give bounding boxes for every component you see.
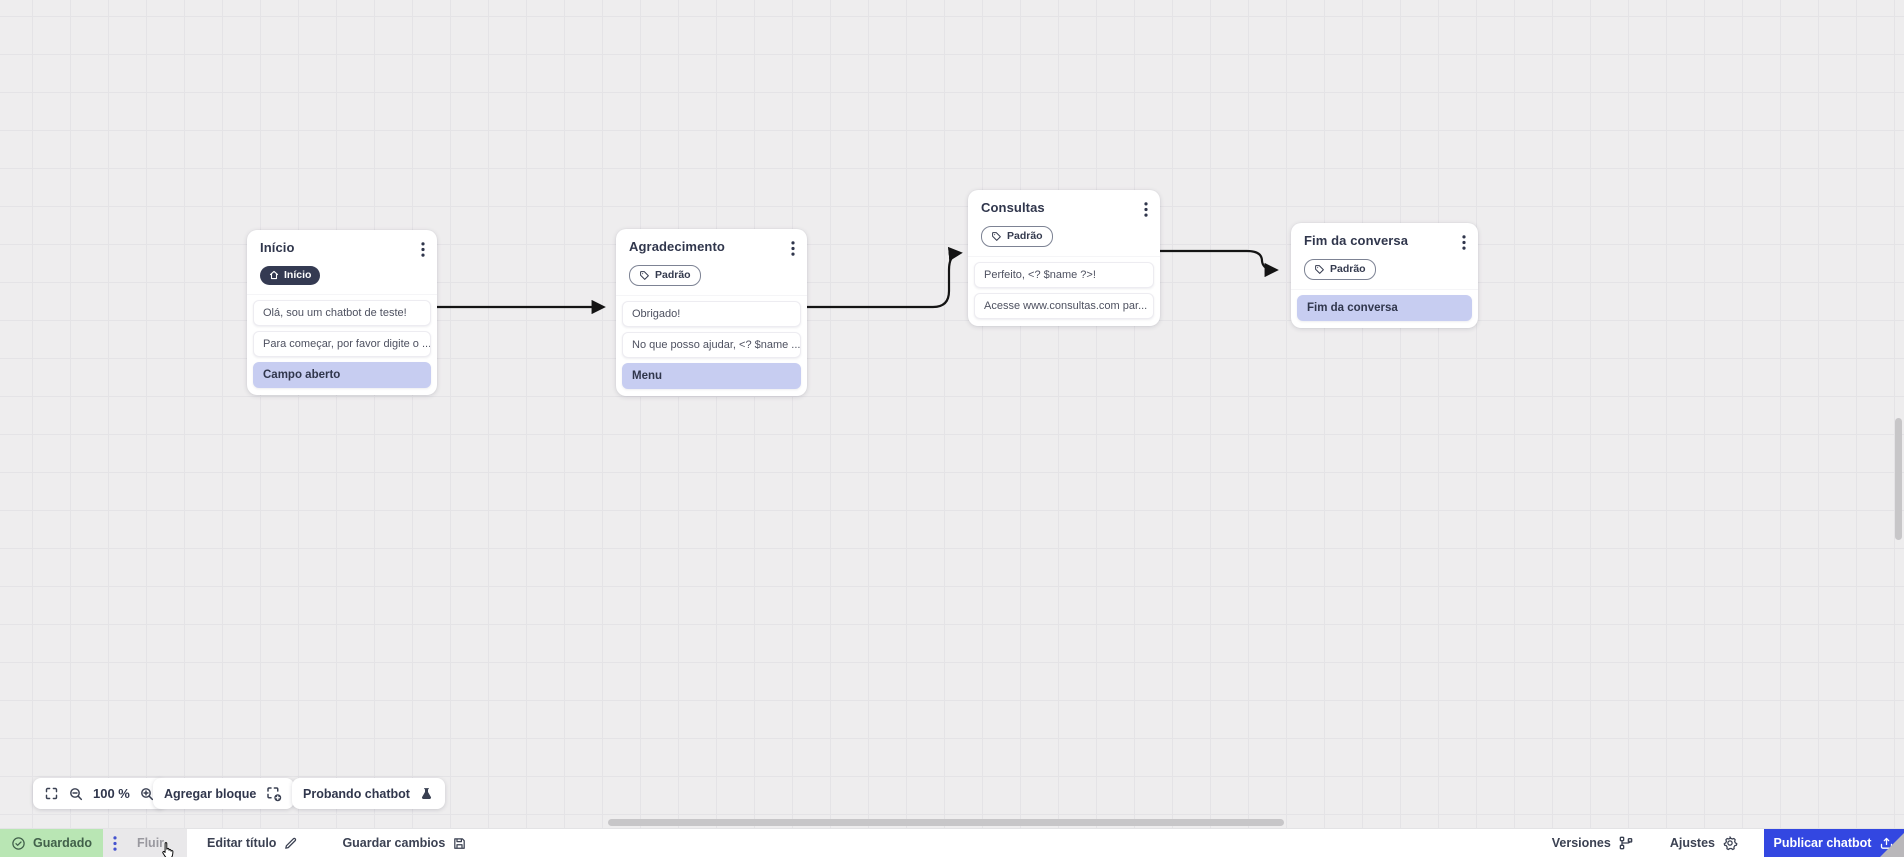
message-card[interactable]: Para começar, por favor digite o ... xyxy=(253,331,431,358)
publish-label: Publicar chatbot xyxy=(1773,836,1872,850)
add-block-icon xyxy=(265,785,283,803)
kebab-icon xyxy=(1462,235,1466,250)
badge-label: Padrão xyxy=(1330,263,1366,276)
badge-row: Início xyxy=(247,259,437,294)
pencil-icon xyxy=(283,836,298,851)
badge-label: Padrão xyxy=(1007,230,1043,243)
node-title: Agradecimento xyxy=(629,239,725,254)
node-header: Agradecimento xyxy=(616,239,807,258)
zoom-out-icon xyxy=(68,786,84,802)
settings-label: Ajustes xyxy=(1669,836,1715,850)
node-header: Início xyxy=(247,240,437,259)
check-circle-icon xyxy=(11,836,26,851)
save-icon xyxy=(452,836,467,851)
test-chatbot-button[interactable]: Probando chatbot xyxy=(292,778,445,809)
saved-label: Guardado xyxy=(32,836,93,850)
edit-title-label: Editar título xyxy=(207,836,277,850)
connection-consultas-fim[interactable] xyxy=(1160,249,1279,278)
fit-view-button[interactable] xyxy=(44,786,59,801)
zoom-in-icon xyxy=(139,786,155,802)
settings-button[interactable]: Ajustes xyxy=(1670,829,1738,857)
node-type-badge: Início xyxy=(260,266,321,285)
edit-title-button[interactable]: Editar título xyxy=(207,829,298,857)
node-cards: Olá, sou um chatbot de teste! Para começ… xyxy=(247,294,437,389)
flow-canvas[interactable]: Início Início Olá, sou um chatbot de tes… xyxy=(0,0,1904,829)
versions-button[interactable]: Versiones xyxy=(1552,829,1634,857)
save-changes-label: Guardar cambios xyxy=(342,836,446,850)
tag-icon xyxy=(991,231,1002,242)
zoom-level: 100 % xyxy=(93,786,130,801)
flow-tab-label: Fluir xyxy=(136,836,165,850)
vertical-scrollbar[interactable] xyxy=(1895,418,1902,540)
zoom-toolbar: 100 % xyxy=(33,778,166,809)
node-menu-button[interactable] xyxy=(787,239,799,258)
node-consultas[interactable]: Consultas Padrão Perfeito, <? $name ?>! xyxy=(968,190,1160,326)
git-branch-icon xyxy=(1618,835,1634,851)
flow-menu-icon[interactable] xyxy=(113,835,117,851)
badge-row: Padrão xyxy=(968,219,1160,256)
tab-flow[interactable]: Fluir xyxy=(103,829,187,857)
node-header: Consultas xyxy=(968,200,1160,219)
home-icon xyxy=(269,270,279,280)
node-type-badge: Padrão xyxy=(1304,259,1376,280)
connection-agradecimento-consultas[interactable] xyxy=(807,246,963,309)
action-card[interactable]: Campo aberto xyxy=(253,362,431,389)
node-cards: Obrigado! No que posso ajudar, <? $name … xyxy=(616,295,807,389)
statusbar: Guardado Fluir Editar título Guardar cam… xyxy=(0,829,1904,857)
horizontal-scrollbar[interactable] xyxy=(608,819,1284,826)
zoom-out-button[interactable] xyxy=(68,786,84,802)
versions-label: Versiones xyxy=(1551,836,1611,850)
badge-row: Padrão xyxy=(616,258,807,295)
node-agradecimento[interactable]: Agradecimento Padrão Obrigado! No que po xyxy=(616,229,807,396)
message-card[interactable]: Olá, sou um chatbot de teste! xyxy=(253,300,431,327)
node-title: Início xyxy=(260,240,295,255)
publish-chatbot-button[interactable]: Publicar chatbot xyxy=(1764,829,1904,857)
statusbar-spacer xyxy=(467,829,1551,857)
badge-label: Padrão xyxy=(655,269,691,282)
add-block-button[interactable]: Agregar bloque xyxy=(153,778,295,809)
message-card[interactable]: Acesse www.consultas.com par... xyxy=(974,293,1154,319)
node-fim-da-conversa[interactable]: Fim da conversa Padrão Fim da conversa xyxy=(1291,223,1478,328)
node-menu-button[interactable] xyxy=(1458,233,1470,252)
node-type-badge: Padrão xyxy=(981,226,1053,247)
zoom-in-button[interactable] xyxy=(139,786,155,802)
tag-icon xyxy=(639,270,650,281)
node-cards: Fim da conversa xyxy=(1291,289,1478,321)
kebab-icon xyxy=(791,241,795,256)
node-menu-button[interactable] xyxy=(1140,200,1152,219)
action-card[interactable]: Fim da conversa xyxy=(1297,295,1472,321)
message-card[interactable]: Obrigado! xyxy=(622,301,801,327)
kebab-icon xyxy=(1144,202,1148,217)
test-chatbot-label: Probando chatbot xyxy=(303,786,410,801)
connections-layer xyxy=(437,246,1279,315)
node-inicio[interactable]: Início Início Olá, sou um chatbot de tes… xyxy=(247,230,437,396)
node-header: Fim da conversa xyxy=(1291,233,1478,252)
action-card[interactable]: Menu xyxy=(622,363,801,389)
node-title: Fim da conversa xyxy=(1304,233,1409,248)
tag-icon xyxy=(1314,264,1325,275)
add-block-label: Agregar bloque xyxy=(164,786,257,801)
gear-icon xyxy=(1722,835,1738,851)
fullscreen-icon xyxy=(44,786,59,801)
flask-icon xyxy=(419,786,434,802)
node-title: Consultas xyxy=(981,200,1045,215)
kebab-icon xyxy=(421,242,425,257)
message-card[interactable]: Perfeito, <? $name ?>! xyxy=(974,262,1154,288)
saved-status-badge: Guardado xyxy=(0,829,103,857)
badge-label: Início xyxy=(284,269,312,281)
node-cards: Perfeito, <? $name ?>! Acesse www.consul… xyxy=(968,256,1160,319)
node-type-badge: Padrão xyxy=(629,265,701,286)
badge-row: Padrão xyxy=(1291,252,1478,289)
save-changes-button[interactable]: Guardar cambios xyxy=(342,829,467,857)
upload-icon xyxy=(1879,836,1894,851)
node-menu-button[interactable] xyxy=(417,240,429,259)
message-card[interactable]: No que posso ajudar, <? $name ... xyxy=(622,332,801,358)
